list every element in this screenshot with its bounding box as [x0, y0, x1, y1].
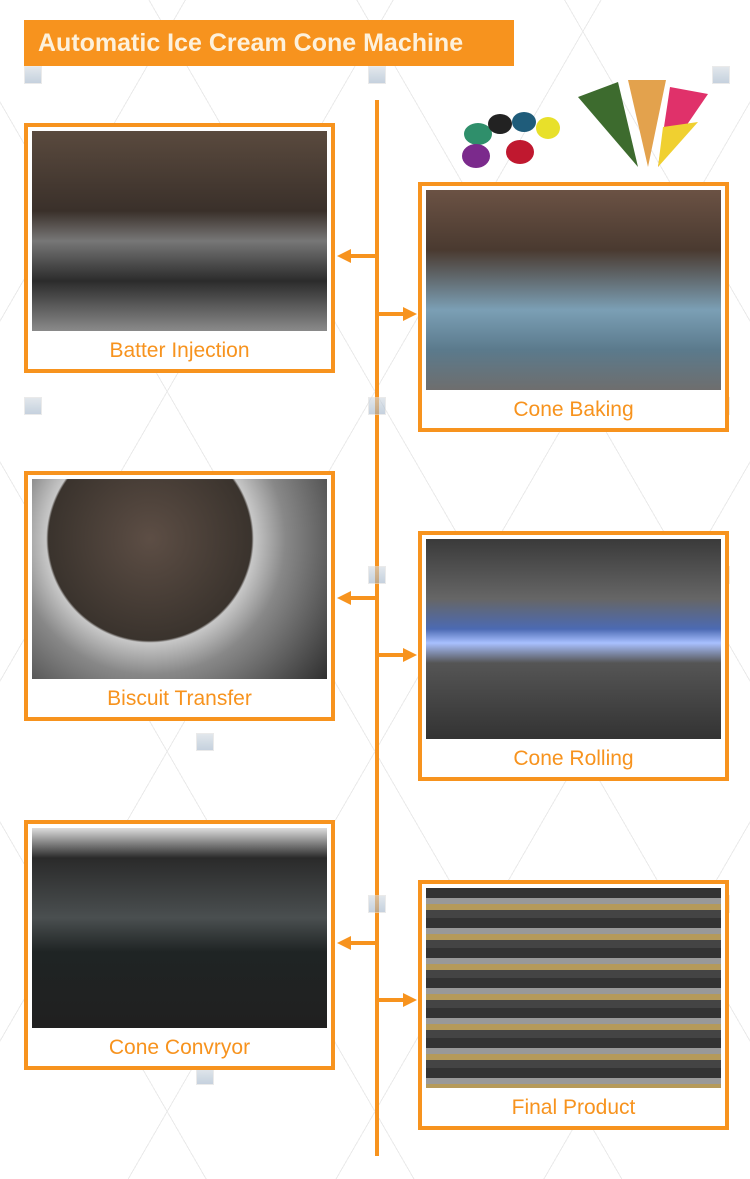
- arrow-left-icon: [337, 591, 377, 605]
- step-biscuit-transfer: Biscuit Transfer: [24, 471, 335, 721]
- cone-conveyor-photo: [32, 828, 327, 1028]
- step-label: Final Product: [511, 1096, 636, 1119]
- biscuit-transfer-photo: [32, 479, 327, 679]
- step-label: Cone Baking: [513, 398, 634, 421]
- final-product-photo: [426, 888, 721, 1088]
- step-cone-conveyor: Cone Convryor: [24, 820, 335, 1070]
- step-label: Cone Convryor: [108, 1036, 251, 1059]
- step-batter-injection: Batter Injection: [24, 123, 335, 373]
- step-final-product: Final Product: [418, 880, 729, 1130]
- step-label: Batter Injection: [109, 339, 250, 362]
- watermark-icon: [712, 66, 730, 84]
- timeline-line: [375, 100, 379, 1156]
- watermark-icon: [24, 66, 42, 84]
- watermark-icon: [368, 566, 386, 584]
- page-title: Automatic Ice Cream Cone Machine: [24, 20, 514, 66]
- watermark-icon: [196, 733, 214, 751]
- arrow-right-icon: [377, 307, 417, 321]
- arrow-left-icon: [337, 936, 377, 950]
- watermark-icon: [368, 397, 386, 415]
- step-label: Cone Rolling: [513, 747, 634, 770]
- watermark-icon: [368, 895, 386, 913]
- step-cone-rolling: Cone Rolling: [418, 531, 729, 781]
- step-cone-baking: Cone Baking: [418, 182, 729, 432]
- step-label: Biscuit Transfer: [107, 687, 252, 710]
- batter-injection-photo: [32, 131, 327, 331]
- watermark-icon: [24, 397, 42, 415]
- arrow-right-icon: [377, 648, 417, 662]
- arrow-right-icon: [377, 993, 417, 1007]
- ice-cream-cones-image: [462, 80, 708, 168]
- watermark-icon: [368, 66, 386, 84]
- cone-rolling-photo: [426, 539, 721, 739]
- cone-baking-photo: [426, 190, 721, 390]
- arrow-left-icon: [337, 249, 377, 263]
